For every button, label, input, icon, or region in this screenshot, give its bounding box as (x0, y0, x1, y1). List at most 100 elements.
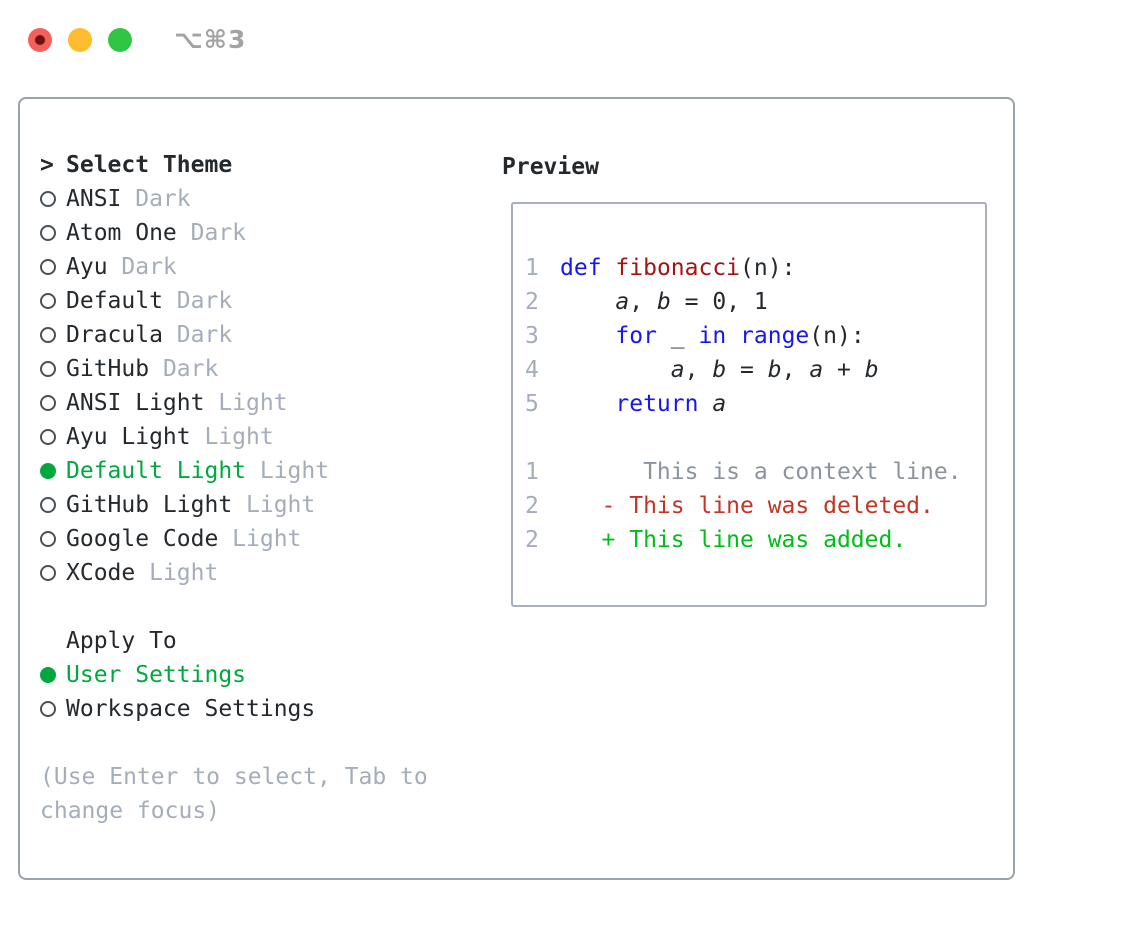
spacer (40, 726, 490, 760)
option-label: GitHub (66, 356, 150, 382)
option-label: Ayu Light (66, 424, 191, 450)
radio-icon (40, 701, 66, 717)
minimize-button[interactable] (68, 27, 92, 52)
keyboard-hint: (Use Enter to select, Tab to change focu… (40, 764, 428, 824)
line-number: 4 (525, 357, 539, 383)
line-content: def fibonacci(n): (560, 255, 795, 281)
option-label: Atom One (66, 220, 177, 246)
theme-option-github-dark[interactable]: GitHub Dark (40, 352, 490, 386)
theme-variant-label: Light (232, 526, 302, 552)
option-label: GitHub Light (66, 492, 233, 518)
theme-variant-label: Dark (162, 356, 219, 382)
option-label: User Settings (66, 662, 247, 688)
theme-option-google-code-light[interactable]: Google Code Light (40, 522, 490, 556)
token-var: b (656, 289, 671, 315)
radio-icon (40, 395, 66, 411)
theme-option-dracula-dark[interactable]: Dracula Dark (40, 318, 490, 352)
theme-variant-label: Light (149, 560, 219, 586)
theme-variant-label: Light (218, 390, 288, 416)
code-line: 2 a, b = 0, 1 (525, 285, 985, 319)
radio-icon (40, 225, 66, 241)
token-plain (726, 323, 740, 349)
line-content: a, b = b, a + b (560, 357, 879, 383)
line-content: return a (560, 391, 726, 417)
code-line: 2 - This line was deleted. (525, 489, 985, 523)
apply-option-user-settings[interactable]: User Settings (40, 658, 490, 692)
line-number: 3 (525, 323, 539, 349)
prompt-chevron-icon: > (40, 152, 54, 178)
radio-icon (40, 531, 66, 547)
token-keyword: return (615, 391, 699, 417)
token-plain (560, 391, 615, 417)
select-theme-title: Select Theme (66, 152, 233, 178)
token-removed: - This line was deleted. (560, 493, 934, 519)
radio-icon (40, 191, 66, 207)
radio-icon (40, 565, 66, 581)
token-var: b (712, 357, 727, 383)
apply-option-workspace-settings[interactable]: Workspace Settings (40, 692, 490, 726)
code-line: 3 for _ in range(n): (525, 319, 985, 353)
theme-variant-label: Dark (176, 322, 233, 348)
token-keyword: for (615, 323, 657, 349)
line-content: a, b = 0, 1 (560, 289, 767, 315)
theme-option-ansi-light-light[interactable]: ANSI Light Light (40, 386, 490, 420)
token-plain: _ (656, 323, 699, 349)
token-keyword: def (560, 255, 602, 281)
line-content: for _ in range(n): (560, 323, 865, 349)
code-line: 2 + This line was added. (525, 523, 985, 557)
token-var: a (670, 357, 685, 383)
code-line: 4 a, b = b, a + b (525, 353, 985, 387)
theme-variant-label: Light (259, 458, 330, 484)
spacer (40, 590, 490, 624)
radio-selected-icon (40, 667, 66, 683)
option-label: ANSI Light (66, 390, 205, 416)
theme-option-atom-one-dark[interactable]: Atom One Dark (40, 216, 490, 250)
token-var: a (809, 357, 824, 383)
line-number: 5 (525, 391, 539, 417)
code-line: 5 return a (525, 387, 985, 421)
theme-variant-label: Light (246, 492, 316, 518)
radio-selected-icon (40, 463, 66, 479)
token-plain (560, 323, 615, 349)
token-plain (602, 255, 616, 281)
token-plain (698, 391, 712, 417)
radio-icon (40, 259, 66, 275)
line-number: 2 (525, 493, 539, 519)
window-title: ⌥⌘3 (174, 25, 247, 54)
close-dot-icon (35, 34, 45, 45)
token-plain (560, 357, 671, 383)
token-var: a (615, 289, 630, 315)
option-label: Default (66, 288, 163, 314)
line-number: 2 (525, 527, 539, 553)
apply-to-header-row: Apply To (40, 624, 490, 658)
line-number: 1 (525, 255, 539, 281)
select-theme-header-row: > Select Theme (40, 148, 490, 182)
close-button[interactable] (28, 27, 52, 52)
preview-title: Preview (502, 154, 599, 180)
radio-icon (40, 361, 66, 377)
theme-option-github-light-light[interactable]: GitHub Light Light (40, 488, 490, 522)
token-keyword: range (740, 323, 810, 349)
theme-variant-label: Dark (190, 220, 247, 246)
zoom-button[interactable] (108, 27, 132, 52)
option-label: Dracula (66, 322, 163, 348)
option-label: Google Code (66, 526, 219, 552)
option-label: Ayu (66, 254, 108, 280)
radio-icon (40, 497, 66, 513)
token-plain: = (726, 357, 768, 383)
token-added: + This line was added. (560, 527, 907, 553)
token-func: fibonacci (615, 255, 741, 281)
line-content: This is a context line. (560, 459, 962, 485)
token-plain: (n): (809, 323, 865, 349)
apply-to-title: Apply To (66, 628, 177, 654)
line-content: + This line was added. (560, 527, 907, 553)
